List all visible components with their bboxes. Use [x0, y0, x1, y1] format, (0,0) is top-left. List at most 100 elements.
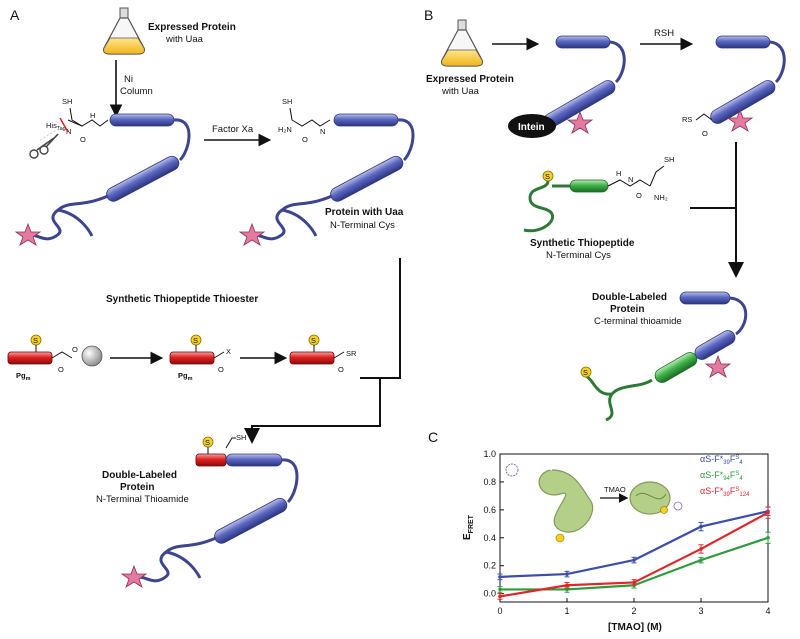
svg-text:O: O [702, 129, 708, 138]
expressed-protein-title-a: Expressed Protein [148, 22, 236, 33]
double-labeled-a-sub: N-Terminal Thioamide [96, 494, 189, 505]
tmao-arrow-label: TMAO [604, 485, 626, 494]
legend-item-2: αS-F*94FS4 [700, 470, 743, 482]
data-point [699, 524, 703, 529]
protein-uaa-sub: N-Terminal Cys [330, 220, 395, 231]
star-icon [238, 222, 266, 246]
flask-icon [103, 7, 145, 55]
svg-text:X: X [226, 347, 231, 356]
expressed-protein-title-b: Expressed Protein [426, 74, 514, 85]
double-labeled-b-title-1: Double-Labeled [592, 292, 667, 303]
star-icon [120, 564, 148, 588]
intein-blob [508, 114, 556, 138]
protein-intein: Intein [508, 35, 626, 138]
cleavage-mark [59, 117, 69, 133]
x-axis-label: [TMAO] (M) [608, 622, 662, 633]
double-labeled-protein-a: S SH [120, 433, 299, 588]
protein-a1 [14, 113, 191, 246]
star-icon [566, 110, 594, 134]
y-axis-label: EFRET [462, 514, 475, 540]
data-point [565, 583, 569, 588]
panel-b-label: B [424, 7, 433, 23]
join-line-a [360, 258, 401, 379]
svg-text:N: N [628, 175, 633, 184]
o-label-a2: O [302, 135, 308, 144]
data-point [498, 594, 502, 599]
inset-tmao-cartoon: TMAO [505, 463, 683, 543]
svg-text:O: O [636, 191, 642, 200]
svg-text:SH: SH [664, 155, 674, 164]
y-tick-label: 0.8 [483, 477, 496, 487]
pg-label-1: Pgm [16, 371, 31, 382]
svg-text:S: S [545, 172, 550, 181]
sh-label-a2: SH [282, 97, 292, 106]
o-label-a1: O [80, 135, 86, 144]
synthetic-thiopeptide-b: S H N O SH NH₂ [523, 155, 674, 233]
svg-text:O: O [72, 345, 78, 354]
thioester-step-3: S SR O [289, 334, 357, 374]
data-point [699, 558, 703, 562]
x-tick-label: 2 [631, 606, 636, 616]
pg-label-2: Pgm [178, 371, 193, 382]
thioester-step-1: S O O Pgm [7, 334, 103, 382]
svg-text:H: H [616, 169, 621, 178]
legend-item-1: αS-F*39FS4 [700, 454, 743, 466]
svg-text:S: S [311, 336, 316, 345]
star-icon [704, 354, 732, 378]
thioester-step-2: S X O Pgm [169, 334, 231, 382]
data-point [498, 575, 502, 579]
y-tick-label: 0.0 [483, 589, 496, 599]
his-tag-structure: SH HisTag N H O [46, 97, 109, 144]
y-tick-label: 0.4 [483, 533, 496, 543]
factor-xa-label: Factor Xa [212, 124, 254, 135]
flask-icon [441, 19, 483, 67]
his-label: HisTag [46, 121, 66, 132]
svg-text:RS: RS [682, 115, 692, 124]
join-arrow-a [244, 378, 381, 444]
svg-text:O: O [338, 365, 344, 374]
expressed-protein-sub-a: with Uaa [165, 34, 204, 45]
synthetic-thiopeptide-title: Synthetic Thiopeptide [530, 238, 635, 249]
star-icon [726, 108, 754, 132]
svg-text:SH: SH [236, 433, 246, 442]
x-tick-label: 3 [698, 606, 703, 616]
svg-text:SR: SR [346, 349, 357, 358]
svg-text:S: S [33, 336, 38, 345]
protein-thioester-b: RS O [682, 35, 786, 138]
data-point [565, 572, 569, 576]
x-tick-label: 0 [497, 606, 502, 616]
x-tick-label: 1 [564, 606, 569, 616]
y-tick-label: 0.2 [483, 561, 496, 571]
protein-uaa-title: Protein with Uaa [325, 207, 404, 218]
data-point [498, 587, 502, 592]
data-point [632, 558, 636, 562]
y-tick-label: 1.0 [483, 449, 496, 459]
expressed-protein-sub-b: with Uaa [441, 86, 480, 97]
panel-a-label: A [10, 7, 20, 23]
legend: αS-F*39FS4 αS-F*94FS4 αS-F*39FS124 [700, 454, 750, 498]
double-labeled-a-title-1: Double-Labeled [102, 470, 177, 481]
double-labeled-protein-b: S [580, 291, 748, 422]
data-point [766, 510, 770, 515]
panel-b: B Expressed Protein with Uaa Intein RSH [424, 7, 786, 422]
rsh-label: RSH [654, 28, 674, 39]
svg-text:O: O [218, 365, 224, 374]
sh-label-a1: SH [62, 97, 72, 106]
chart-series [497, 506, 771, 600]
star-icon [14, 222, 42, 246]
scissors-icon [29, 127, 61, 159]
panel-a: A Expressed Protein with Uaa Ni Column S… [7, 7, 415, 588]
svg-text:NH₂: NH₂ [654, 193, 668, 202]
svg-text:O: O [58, 365, 64, 374]
svg-text:S: S [583, 368, 588, 377]
nh-label-a1: N [66, 127, 71, 136]
double-labeled-b-title-2: Protein [610, 304, 644, 315]
h2n-label-a2: H₂N [278, 125, 292, 134]
h-label-a1: H [90, 111, 95, 120]
ni-label: Ni [124, 74, 133, 85]
double-labeled-b-sub: C-terminal thioamide [594, 316, 682, 327]
legend-item-3: αS-F*39FS124 [700, 486, 750, 498]
